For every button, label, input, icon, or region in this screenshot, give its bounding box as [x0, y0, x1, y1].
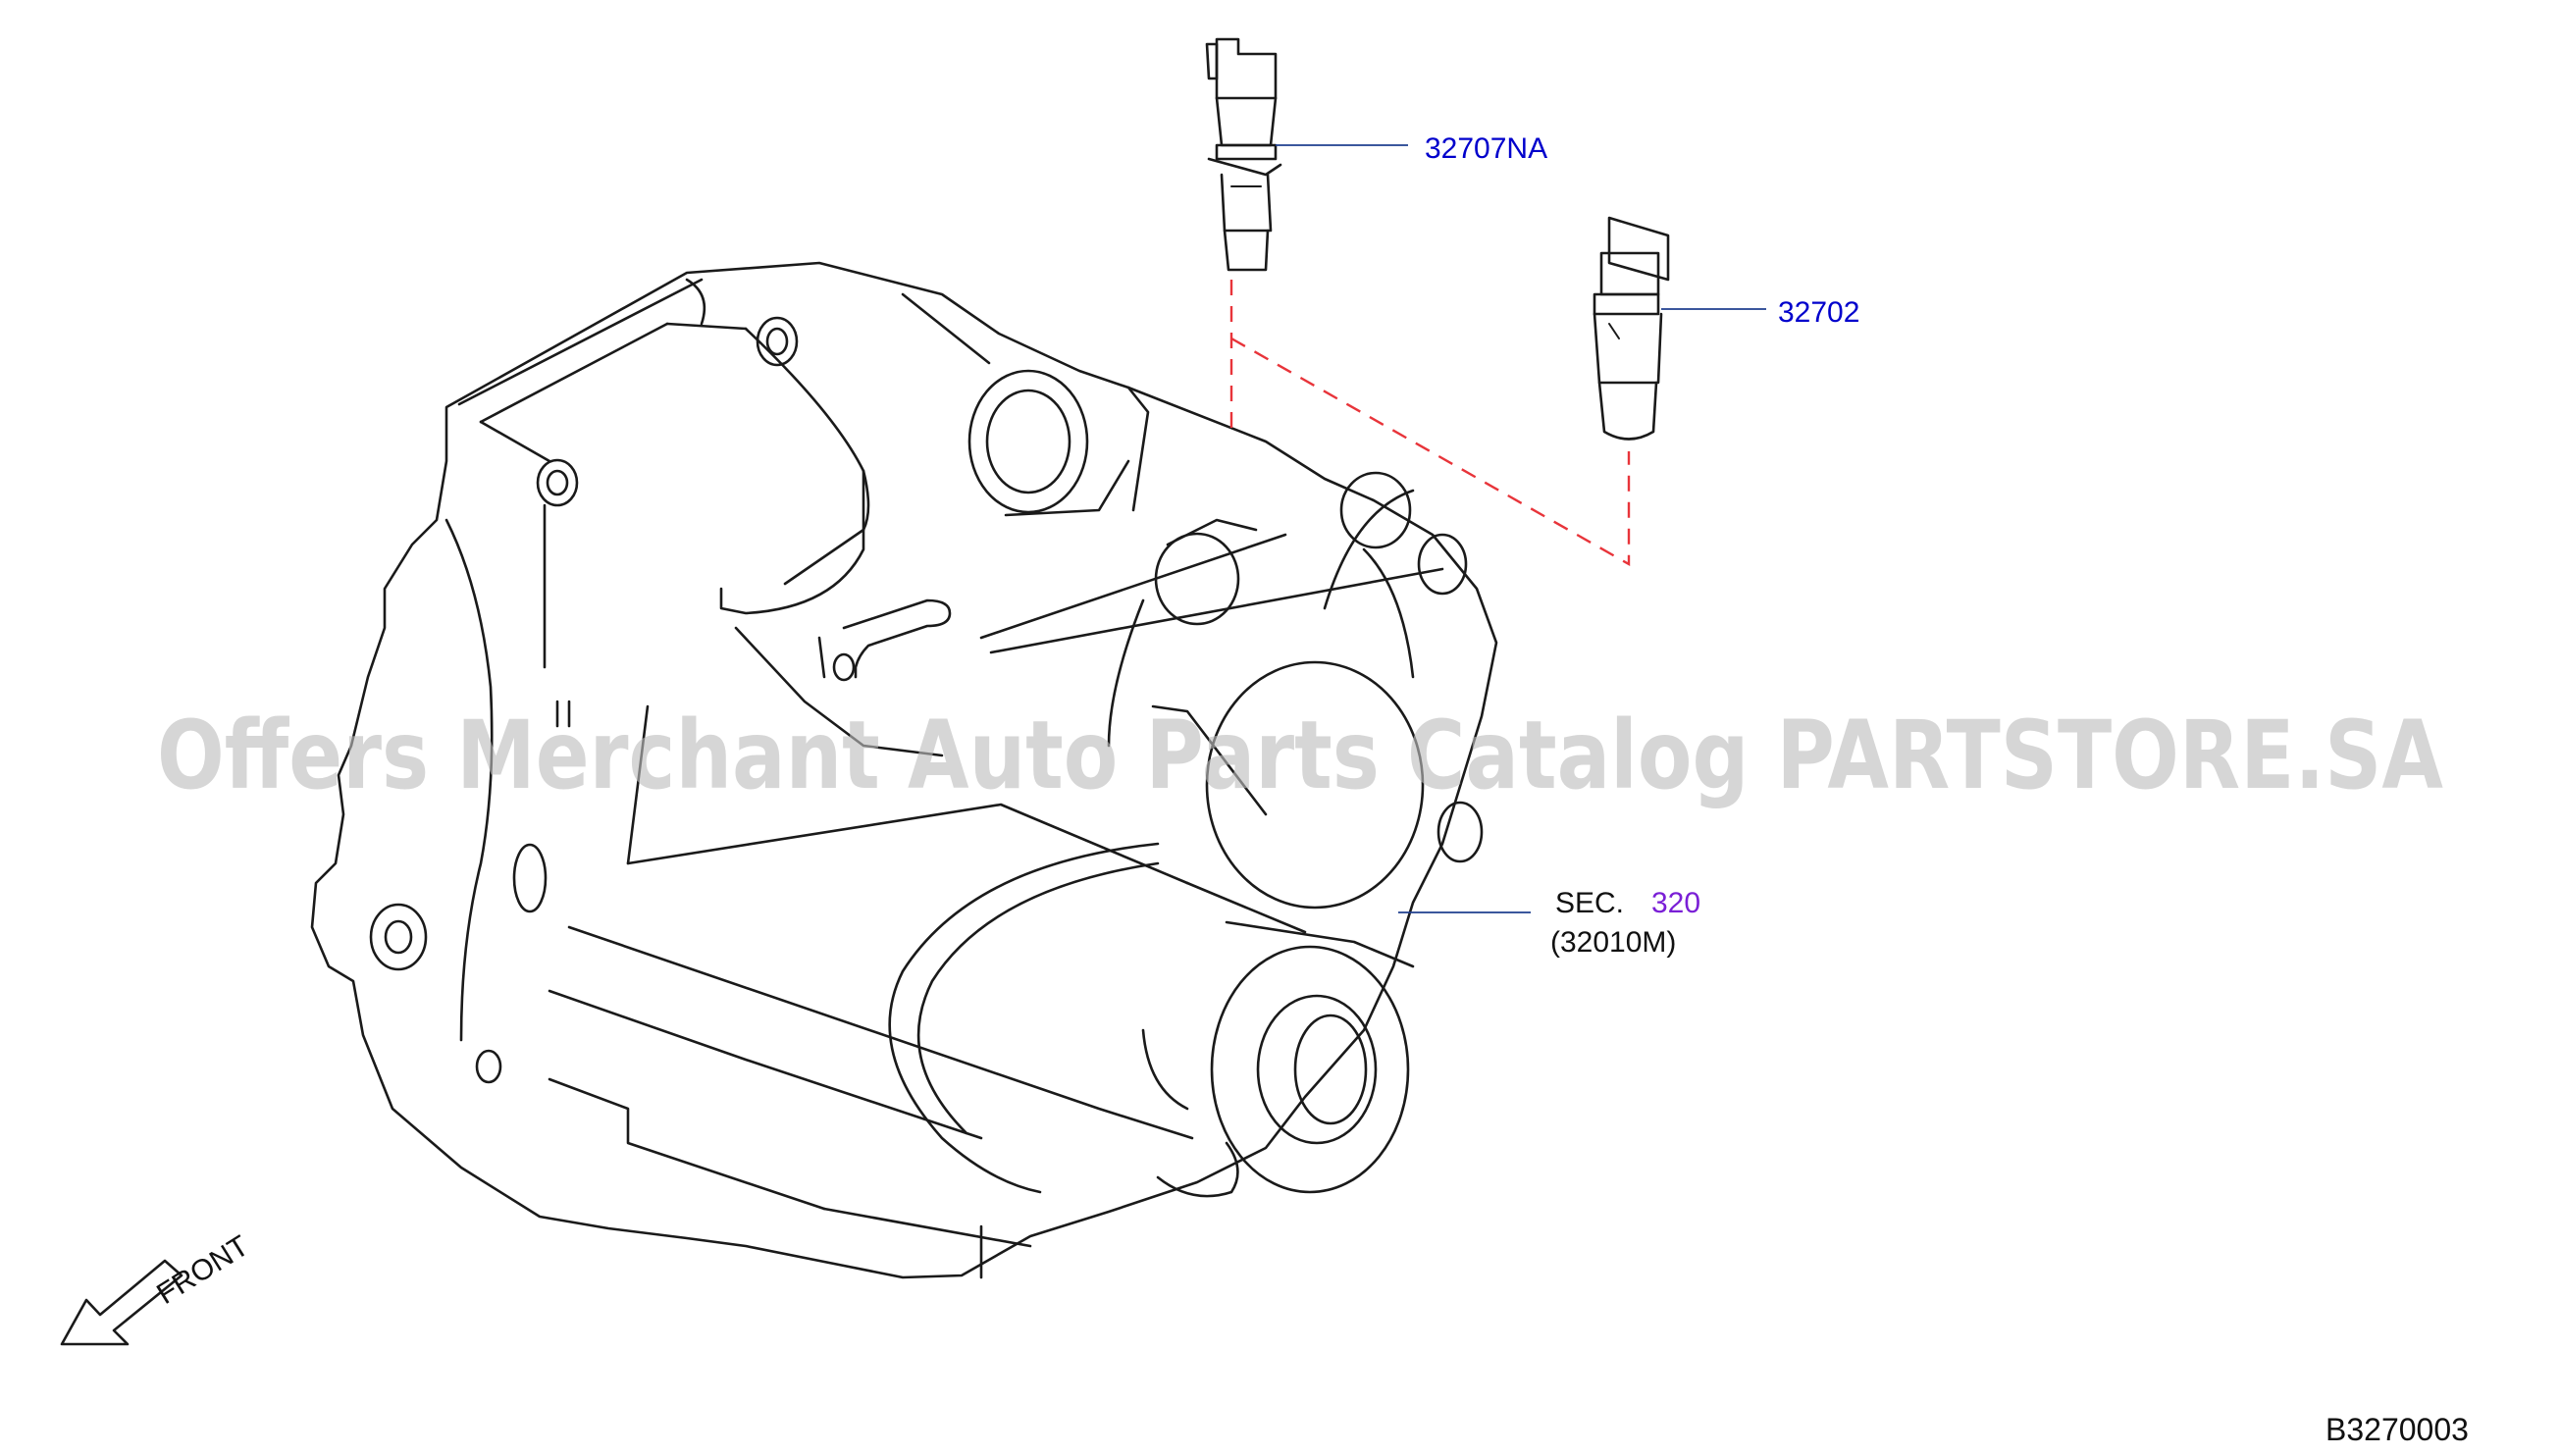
arrow-down-left-icon — [60, 1259, 183, 1346]
front-label: FRONT — [151, 1229, 254, 1311]
transmission-housing — [310, 261, 1498, 1279]
speed-sensor-32707na[interactable] — [1205, 37, 1282, 272]
leader-lines — [1276, 144, 1766, 913]
watermark: Offers Merchant Auto Parts Catalog PARTS… — [157, 701, 2443, 810]
installation-guide-lines — [1229, 280, 1631, 567]
figure-code: B3270003 — [2325, 1412, 2469, 1447]
section-subref: (32010M) — [1550, 926, 1676, 959]
part-number-32702[interactable]: 32702 — [1778, 296, 1859, 329]
sensor-32702[interactable] — [1593, 216, 1670, 441]
section-number-link[interactable]: 320 — [1651, 887, 1700, 919]
section-prefix: SEC. — [1555, 887, 1624, 919]
part-number-32707na[interactable]: 32707NA — [1425, 132, 1547, 165]
